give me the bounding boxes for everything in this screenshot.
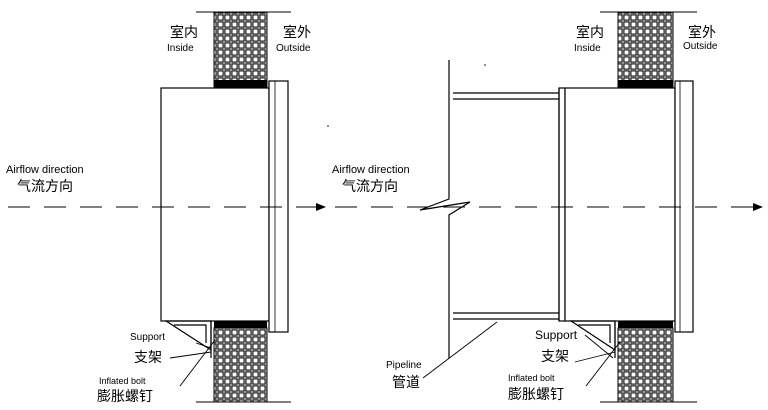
left-inside-cn: 室内 — [170, 25, 198, 41]
left-support-cn: 支架 — [134, 350, 162, 366]
right-support-cn: 支架 — [541, 349, 569, 365]
right-inside-cn: 室内 — [576, 25, 604, 41]
left-wall — [196, 11, 291, 403]
right-pipeline — [419, 60, 566, 358]
right-support-bracket — [568, 320, 616, 358]
left-airflow-en: Airflow direction — [6, 164, 84, 176]
left-leaders — [169, 339, 216, 387]
right-airflow-en: Airflow direction — [332, 164, 410, 176]
left-fan-housing — [160, 87, 270, 322]
right-fan-housing — [564, 87, 676, 322]
right-support-en: Support — [535, 328, 578, 342]
right-bolt-en: Inflated bolt — [508, 373, 555, 383]
left-support-en: Support — [130, 332, 166, 343]
right-outside-cn: 室外 — [688, 25, 716, 41]
right-bolt-cn: 膨胀螺钉 — [508, 387, 564, 403]
right-pipeline-en: Pipeline — [386, 360, 422, 371]
right-pipeline-cn: 管道 — [392, 375, 420, 391]
left-bolt-en: Inflated bolt — [99, 376, 146, 386]
left-support-bracket — [163, 320, 212, 358]
left-outside-en: Outside — [276, 43, 311, 54]
right-outside-en: Outside — [683, 41, 718, 52]
right-diagram — [335, 11, 763, 403]
right-wall — [600, 11, 697, 403]
right-inside-en: Inside — [574, 43, 601, 54]
left-inside-en: Inside — [167, 43, 194, 54]
right-leaders — [422, 321, 621, 387]
left-outside-cn: 室外 — [283, 25, 311, 41]
left-bolt-cn: 膨胀螺钉 — [97, 389, 153, 405]
left-diagram — [8, 11, 326, 403]
right-airflow-cn: 气流方向 — [342, 179, 398, 195]
left-airflow-cn: 气流方向 — [17, 179, 73, 195]
